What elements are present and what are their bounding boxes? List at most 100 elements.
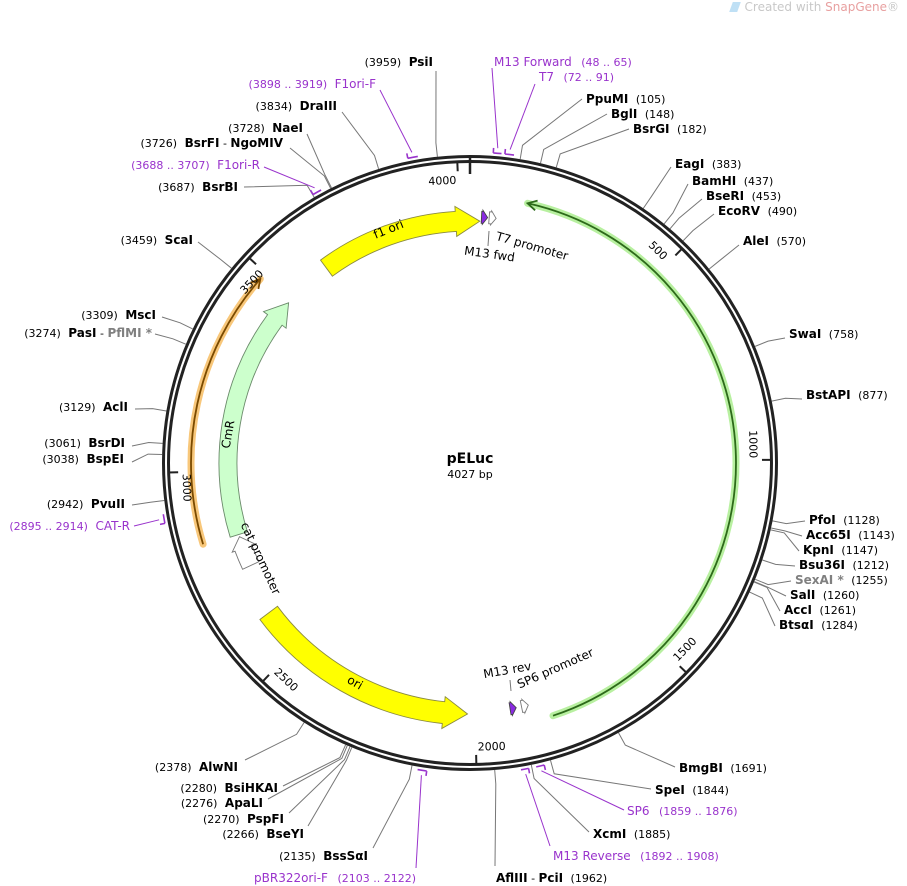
restriction-site-label[interactable]: Acc65I (1143) xyxy=(806,528,895,542)
primer-label[interactable]: T7 (72 .. 91) xyxy=(538,70,614,84)
restriction-site-label[interactable]: BglI (148) xyxy=(611,107,674,121)
label-part: (570) xyxy=(777,235,807,248)
restriction-site-label[interactable]: (3274) PasI - PflMI * xyxy=(24,326,153,340)
restriction-site-label[interactable]: SalI (1260) xyxy=(790,588,859,602)
label-part: BsrFI xyxy=(185,136,220,150)
t7-promoter-feature[interactable] xyxy=(488,209,497,227)
site-leader-line xyxy=(306,133,332,189)
restriction-site-label[interactable]: XcmI (1885) xyxy=(593,827,670,841)
primer-label[interactable]: pBR322ori-F (2103 .. 2122) xyxy=(254,871,416,885)
label-part: BsrGI xyxy=(633,122,670,136)
primer-bind-mark xyxy=(309,189,322,196)
label-part: CAT-R xyxy=(95,519,130,533)
label-part: (1128) xyxy=(843,514,880,527)
primer-label[interactable]: (3688 .. 3707) F1ori-R xyxy=(131,158,260,172)
restriction-site-label[interactable]: BseRI (453) xyxy=(706,189,781,203)
label-part: (1284) xyxy=(821,619,858,632)
restriction-site-label[interactable]: AccI (1261) xyxy=(784,603,856,617)
site-leader-line xyxy=(550,760,652,790)
label-part: - xyxy=(96,327,107,340)
restriction-site-label[interactable]: (2135) BssSαI xyxy=(279,849,368,863)
ruler-tick-label: 2500 xyxy=(271,666,300,695)
primer-label[interactable]: (3898 .. 3919) F1ori-F xyxy=(249,77,377,91)
label-part: (490) xyxy=(768,205,798,218)
cmr-feature[interactable] xyxy=(218,302,290,538)
label-part: AclI xyxy=(103,400,128,414)
label-part: SalI xyxy=(790,588,815,602)
cmr-label: CmR xyxy=(219,419,238,449)
restriction-site-label[interactable]: (2266) BseYI xyxy=(222,827,304,841)
label-part: (2135) xyxy=(279,850,316,863)
restriction-site-label[interactable]: (3061) BsrDI xyxy=(44,436,125,450)
primer-bind-mark xyxy=(159,514,166,526)
restriction-site-label[interactable]: (3687) BsrBI xyxy=(158,180,238,194)
restriction-site-label[interactable]: AleI (570) xyxy=(743,234,806,248)
restriction-site-label[interactable]: (3038) BspEI xyxy=(42,452,124,466)
primer-bind-mark xyxy=(504,148,515,156)
site-leader-line xyxy=(770,529,800,552)
restriction-site-label[interactable]: (3834) DraIII xyxy=(256,99,337,113)
restriction-site-label[interactable]: (3309) MscI xyxy=(81,308,156,322)
label-part: (3274) xyxy=(24,327,61,340)
label-part: (3061) xyxy=(44,437,81,450)
label-part: DraIII xyxy=(300,99,337,113)
restriction-site-label[interactable]: (3728) NaeI xyxy=(228,121,303,135)
restriction-site-label[interactable]: SpeI (1844) xyxy=(655,783,729,797)
label-part: (1859 .. 1876) xyxy=(659,805,738,818)
label-part: (437) xyxy=(744,175,774,188)
restriction-site-label[interactable]: BmgBI (1691) xyxy=(679,761,767,775)
m13-rev-feature[interactable] xyxy=(508,700,517,717)
restriction-site-label[interactable]: Bsu36I (1212) xyxy=(799,558,889,572)
site-leader-line xyxy=(772,520,806,525)
restriction-site-label[interactable]: BtsαI (1284) xyxy=(779,618,858,632)
restriction-site-label[interactable]: (2280) BsiHKAI xyxy=(180,781,278,795)
label-part: (1892 .. 1908) xyxy=(640,850,719,863)
restriction-site-label[interactable]: SexAI * (1255) xyxy=(795,573,888,587)
sp6-promoter-feature[interactable] xyxy=(519,697,529,715)
label-part: (3688 .. 3707) xyxy=(131,159,210,172)
site-leader-line xyxy=(134,408,167,412)
m13-fwd-feature[interactable] xyxy=(480,208,489,226)
restriction-site-label[interactable]: (3959) PsiI xyxy=(365,55,433,69)
restriction-site-label[interactable]: AflIII - PciI (1962) xyxy=(496,871,607,885)
cat-promoter-feature[interactable] xyxy=(231,536,260,570)
site-leader-line xyxy=(682,213,715,242)
restriction-site-label[interactable]: SwaI (758) xyxy=(789,327,858,341)
site-leader-line xyxy=(131,453,163,463)
m13-fwd-label: M13 fwd xyxy=(463,244,515,265)
label-part: NaeI xyxy=(272,121,303,135)
restriction-site-label[interactable]: KpnI (1147) xyxy=(803,543,878,557)
site-leader-line xyxy=(762,559,796,567)
label-part: (3959) xyxy=(365,56,402,69)
restriction-site-label[interactable]: (2378) AlwNI xyxy=(155,760,238,774)
restriction-site-label[interactable]: (3726) BsrFI - NgoMIV xyxy=(141,136,284,150)
restriction-site-label[interactable]: (3459) ScaI xyxy=(121,233,193,247)
primer-label[interactable]: SP6 (1859 .. 1876) xyxy=(627,804,738,818)
label-part: (1844) xyxy=(692,784,729,797)
label-part: T7 xyxy=(538,70,554,84)
primer-leader-line xyxy=(133,519,160,527)
primer-marks xyxy=(159,147,547,777)
ori-feature[interactable] xyxy=(259,605,469,730)
restriction-site-label[interactable]: (3129) AclI xyxy=(59,400,128,414)
restriction-site-label[interactable]: (2276) ApaLI xyxy=(181,796,263,810)
f1-ori-feature[interactable] xyxy=(319,205,481,277)
restriction-site-label[interactable]: PpuMI (105) xyxy=(586,92,665,106)
label-part: SwaI xyxy=(789,327,821,341)
restriction-site-label[interactable]: EcoRV (490) xyxy=(718,204,797,218)
plasmid-length: 4027 bp xyxy=(447,468,492,481)
restriction-site-label[interactable]: (2270) PspFI xyxy=(203,812,284,826)
primer-label[interactable]: (2895 .. 2914) CAT-R xyxy=(9,519,130,533)
restriction-site-label[interactable]: EagI (383) xyxy=(675,157,741,171)
primer-label[interactable]: M13 Forward (48 .. 65) xyxy=(494,55,632,69)
label-part: (2270) xyxy=(203,813,240,826)
restriction-site-label[interactable]: PfoI (1128) xyxy=(809,513,880,527)
labels: (3959) PsiI (3834) DraIII (3728) NaeI(3726… xyxy=(9,55,894,885)
restriction-site-label[interactable]: BstAPI (877) xyxy=(806,388,888,402)
restriction-site-label[interactable]: (2942) PvuII xyxy=(47,497,125,511)
primer-label[interactable]: M13 Reverse (1892 .. 1908) xyxy=(553,849,719,863)
restriction-site-label[interactable]: BamHI (437) xyxy=(692,174,773,188)
label-part: (1260) xyxy=(823,589,860,602)
site-leader-line xyxy=(435,70,438,157)
restriction-site-label[interactable]: BsrGI (182) xyxy=(633,122,707,136)
